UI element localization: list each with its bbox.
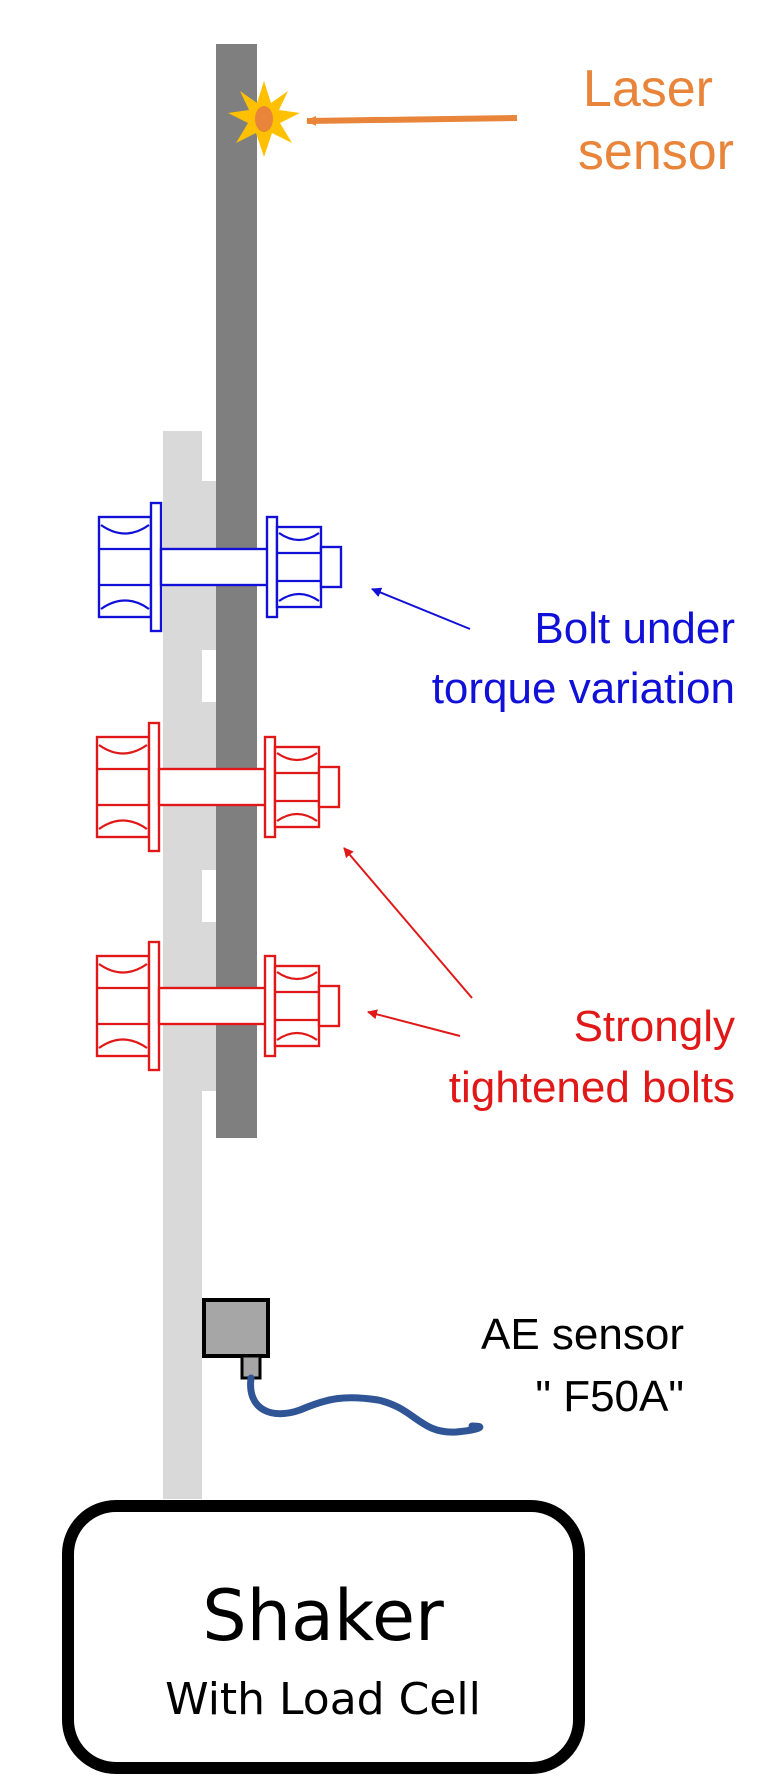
- tight-bolts-label-line2: tightened bolts: [449, 1063, 735, 1112]
- specimen-beam: [216, 44, 257, 1138]
- fixture-beam: [163, 431, 202, 1499]
- tight-bolt-arrow-upper: [343, 847, 473, 999]
- bolt-variation-label-line2: torque variation: [432, 664, 735, 713]
- tight-bolts-label-line1: Strongly: [574, 1002, 735, 1051]
- starburst-icon: [228, 81, 300, 157]
- bolt-variation-label-line1: Bolt under: [534, 604, 735, 653]
- laser-arrow: [306, 115, 518, 126]
- shaker-subtitle: With Load Cell: [165, 1674, 481, 1725]
- ae-sensor-label-line1: AE sensor: [481, 1310, 684, 1359]
- laser-label-line2: sensor: [578, 123, 734, 181]
- ae-sensor-body: [202, 1298, 270, 1358]
- shaker-box: [62, 1500, 585, 1774]
- bolt-variation-arrow: [371, 587, 471, 630]
- tight-bolt-arrow-lower: [367, 1009, 461, 1037]
- ae-sensor-cable: [247, 1374, 484, 1436]
- ae-sensor-label-line2: " F50A": [535, 1372, 684, 1421]
- shaker-title: Shaker: [202, 1575, 444, 1657]
- laser-label-line1: Laser: [583, 60, 713, 118]
